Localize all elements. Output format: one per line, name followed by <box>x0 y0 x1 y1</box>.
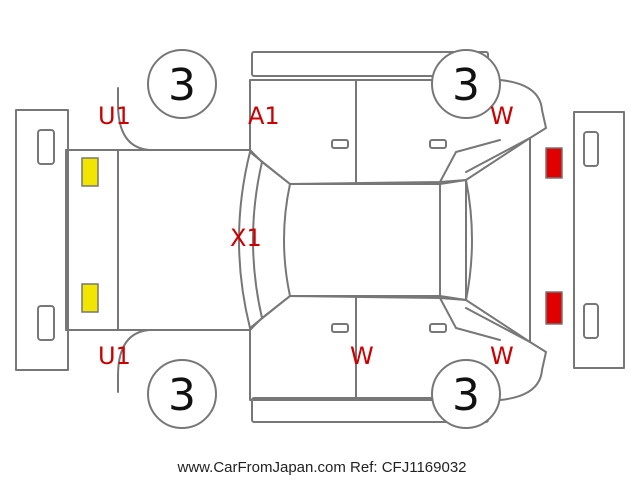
wheel-rear-left: 3 <box>431 49 501 119</box>
wheel-front-left: 3 <box>147 49 217 119</box>
rear-bumper <box>573 111 625 369</box>
mark-hood: X1 <box>230 224 262 252</box>
wheel-front-right-rating: 3 <box>168 370 196 421</box>
wheel-rear-right: 3 <box>431 359 501 429</box>
front-bumper <box>15 109 69 371</box>
mark-front-right-corner: U1 <box>98 342 131 370</box>
wheel-front-right: 3 <box>147 359 217 429</box>
car-body-outline <box>65 79 547 401</box>
mark-rear-right-corner: W <box>490 342 514 370</box>
mark-rear-left-corner: W <box>490 102 514 130</box>
taillights <box>545 147 563 325</box>
mark-right-rear-door: W <box>350 342 374 370</box>
mark-front-left-fender: A1 <box>248 102 280 130</box>
source-credit: www.CarFromJapan.com Ref: CFJ1169032 <box>177 459 467 476</box>
taillight-right <box>545 291 563 325</box>
mark-front-left-corner: U1 <box>98 102 131 130</box>
headlights <box>81 157 99 313</box>
taillight-left <box>545 147 563 179</box>
headlight-left <box>81 157 99 187</box>
wheel-rear-right-rating: 3 <box>452 370 480 421</box>
wheel-front-left-rating: 3 <box>168 60 196 111</box>
wheel-rear-left-rating: 3 <box>452 60 480 111</box>
headlight-right <box>81 283 99 313</box>
